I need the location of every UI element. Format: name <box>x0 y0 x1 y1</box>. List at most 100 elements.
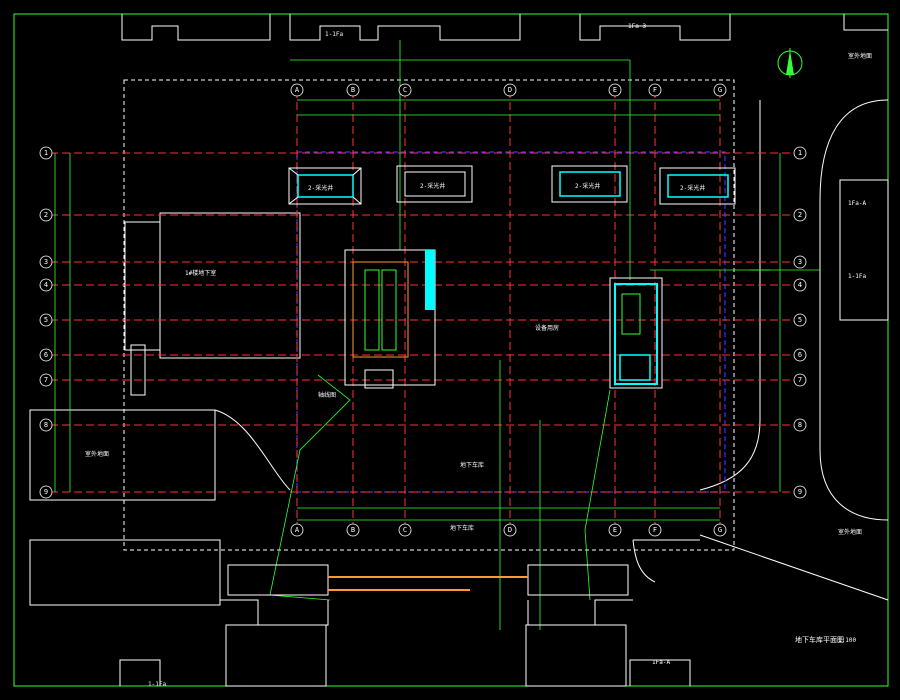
grid-row-bubble-right-label: 3 <box>798 258 802 266</box>
grid-row-bubble-right: 9 <box>793 485 807 499</box>
grid-col-bubble-top-label: F <box>653 86 657 94</box>
skylight-3 <box>551 165 628 203</box>
grid-row-bubble-right: 6 <box>793 348 807 362</box>
grid-row-bubble-left: 1 <box>39 146 53 160</box>
grid-col-bubble-bottom: B <box>346 523 360 537</box>
grid-row-bubble-left-label: 9 <box>44 488 48 496</box>
grid-row-bubble-left-label: 4 <box>44 281 48 289</box>
right-road <box>699 99 889 601</box>
bottom-buildings <box>29 539 700 687</box>
grid-col-bubble-bottom-label: D <box>508 526 512 534</box>
main-room-label: 地下车库 <box>460 461 484 469</box>
grid-row-bubble-right-label: 4 <box>798 281 802 289</box>
basement-dashed-outline <box>123 79 735 551</box>
grid-col-bubble-bottom: C <box>398 523 412 537</box>
grid-row-bubble-left-label: 8 <box>44 421 48 429</box>
left-annex <box>29 212 301 501</box>
top-building-label-2: 1Fa-3 <box>628 23 646 30</box>
grid-col-bubble-bottom: F <box>648 523 662 537</box>
left-room-label: 1#楼地下室 <box>185 269 216 277</box>
dimension-lines <box>54 40 820 630</box>
grid-row-bubble-left-label: 6 <box>44 351 48 359</box>
grid-col-bubble-top-label: C <box>403 86 407 94</box>
grid-col-bubble-bottom: D <box>503 523 517 537</box>
north-arrow-icon <box>777 48 803 78</box>
grid-row-bubble-right-label: 5 <box>798 316 802 324</box>
drawing-title: 地下车库平面图 <box>795 635 844 644</box>
grid-row-bubble-left-label: 1 <box>44 149 48 157</box>
right-room-label: 设备用房 <box>535 324 559 332</box>
grid-col-bubble-top-label: B <box>351 86 355 94</box>
stair-core-left <box>344 249 436 389</box>
grid-row-bubble-right: 7 <box>793 373 807 387</box>
grid-col-bubble-bottom-label: E <box>613 526 617 534</box>
top-building-label-1: 1-1Fa <box>325 31 343 38</box>
drawing-scale: 1:100 <box>838 637 856 644</box>
axis-bottom-label: 轴线图 <box>318 391 336 399</box>
right-label-2: 1-1Fa <box>848 273 866 280</box>
grid-row-bubble-right: 4 <box>793 278 807 292</box>
grid-col-bubble-bottom-label: G <box>718 526 722 534</box>
stair-core-right <box>609 277 663 389</box>
grid-col-bubble-top: E <box>608 83 622 97</box>
room-label-right-bottom: 室外地面 <box>838 528 862 536</box>
skylight-label-3: 2-采光井 <box>575 182 600 190</box>
grid-row-bubble-left: 3 <box>39 255 53 269</box>
grid-row-bubble-left-label: 5 <box>44 316 48 324</box>
grid-bubbles-cols: A A B B C C D D E E F F G G <box>290 83 727 537</box>
grid-row-bubble-right: 2 <box>793 208 807 222</box>
grid-row-bubble-right: 1 <box>793 146 807 160</box>
grid-row-bubble-left: 5 <box>39 313 53 327</box>
skylight-4 <box>659 167 736 205</box>
grid-row-bubble-right-label: 2 <box>798 211 802 219</box>
grid-col-bubble-top-label: A <box>295 86 300 94</box>
skylight-label-4: 2-采光井 <box>680 184 705 192</box>
grid-col-bubble-top: F <box>648 83 662 97</box>
grid-row-bubble-left-label: 3 <box>44 258 48 266</box>
grid-col-bubble-bottom-label: C <box>403 526 407 534</box>
bottom-center-label: 地下车库 <box>450 524 474 532</box>
grid-row-bubble-left: 6 <box>39 348 53 362</box>
grid-row-bubble-right-label: 6 <box>798 351 802 359</box>
top-buildings <box>121 14 888 41</box>
grid-col-bubble-bottom: A <box>290 523 304 537</box>
grid-row-bubble-right: 3 <box>793 255 807 269</box>
bottom-label-right: 1Fa-A <box>652 659 670 666</box>
grid-col-bubble-top: D <box>503 83 517 97</box>
grid-row-bubble-left: 7 <box>39 373 53 387</box>
grid-row-bubble-right-label: 1 <box>798 149 802 157</box>
grid-row-bubble-right-label: 8 <box>798 421 802 429</box>
grid-row-bubble-left: 4 <box>39 278 53 292</box>
grid-col-bubble-top: G <box>713 83 727 97</box>
grid-col-bubble-top: A <box>290 83 304 97</box>
grid-col-bubble-bottom-label: F <box>653 526 657 534</box>
grid-col-bubble-bottom-label: B <box>351 526 355 534</box>
grid-row-bubble-left: 2 <box>39 208 53 222</box>
room-label-right-top: 室外地面 <box>848 52 872 60</box>
skylight-label-1: 2-采光井 <box>308 184 333 192</box>
grid-col-bubble-top-label: E <box>613 86 617 94</box>
grid-col-bubble-bottom: E <box>608 523 622 537</box>
skylight-1 <box>288 167 362 205</box>
bottom-entry-ramps <box>328 576 528 591</box>
grid-col-bubble-top-label: D <box>508 86 512 94</box>
grid-row-bubble-right-label: 9 <box>798 488 802 496</box>
grid-col-bubble-top: C <box>398 83 412 97</box>
grid-row-bubble-left-label: 2 <box>44 211 48 219</box>
grid-col-bubble-bottom-label: A <box>295 526 300 534</box>
grid-row-bubble-left-label: 7 <box>44 376 48 384</box>
skylight-label-2: 2-采光井 <box>420 182 445 190</box>
grid-row-bubble-left: 9 <box>39 485 53 499</box>
right-label-1: 1Fa-A <box>848 200 866 207</box>
bottom-label-left: 1-1Fa <box>148 681 166 688</box>
grid-bubbles-rows: 1 1 2 2 3 3 4 4 5 5 6 6 7 7 8 8 9 9 <box>39 146 807 499</box>
grid-row-bubble-left: 8 <box>39 418 53 432</box>
grid-col-bubble-top-label: G <box>718 86 722 94</box>
skylight-2 <box>396 165 473 203</box>
grid-col-bubble-bottom: G <box>713 523 727 537</box>
grid-row-bubble-right-label: 7 <box>798 376 802 384</box>
sheet-frame <box>13 13 889 687</box>
grid-row-bubble-right: 5 <box>793 313 807 327</box>
skylight-group <box>288 165 736 205</box>
